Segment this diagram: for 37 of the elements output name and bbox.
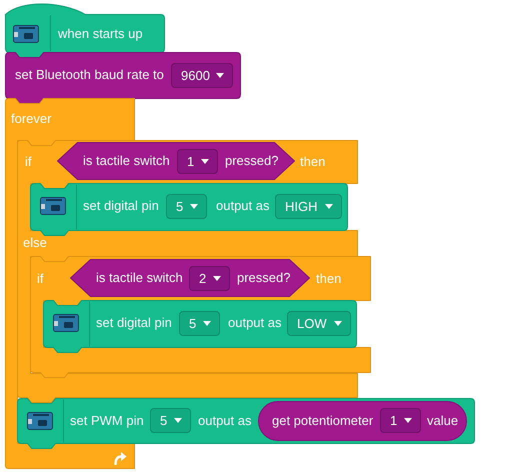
dropdown-field: 1 [380,408,421,433]
reporter-block [258,401,467,441]
block-label: output as [216,198,270,214]
command-block [43,300,357,352]
block-label: pressed? [225,153,278,169]
block-label: else [23,235,47,251]
block-label: set Bluetooth baud rate to [15,67,164,83]
block-label: if [37,271,44,287]
block-label: pressed? [237,270,290,286]
condition-block [57,142,295,180]
dropdown-field: 5 [179,311,220,336]
dropdown-field: 9600 [171,63,233,88]
command-block [30,183,348,235]
block-label: is tactile switch [83,153,170,169]
block-label: forever [11,111,52,127]
condition-block [70,259,310,297]
dropdown-field: 1 [177,149,218,174]
command-block [5,52,241,103]
block-label: set digital pin [83,198,159,214]
dropdown-field: 5 [166,194,207,219]
if-block [30,256,371,378]
dropdown-field: HIGH [275,194,342,219]
block-label: set PWM pin [70,413,144,429]
block-label: output as [228,315,282,331]
dropdown-field: 2 [189,266,230,291]
block-label: then [316,271,342,287]
block-label: get potentiometer [272,413,374,429]
dropdown-field: LOW [287,311,351,336]
block-label: is tactile switch [96,270,183,286]
block-label: when starts up [58,26,143,42]
block-label: set digital pin [96,315,172,331]
block-label: if [25,154,32,170]
block-label: output as [198,413,252,429]
block-label: value [427,413,458,429]
command-block [17,398,475,448]
block-label: then [300,154,326,170]
dropdown-field: 5 [150,408,191,433]
